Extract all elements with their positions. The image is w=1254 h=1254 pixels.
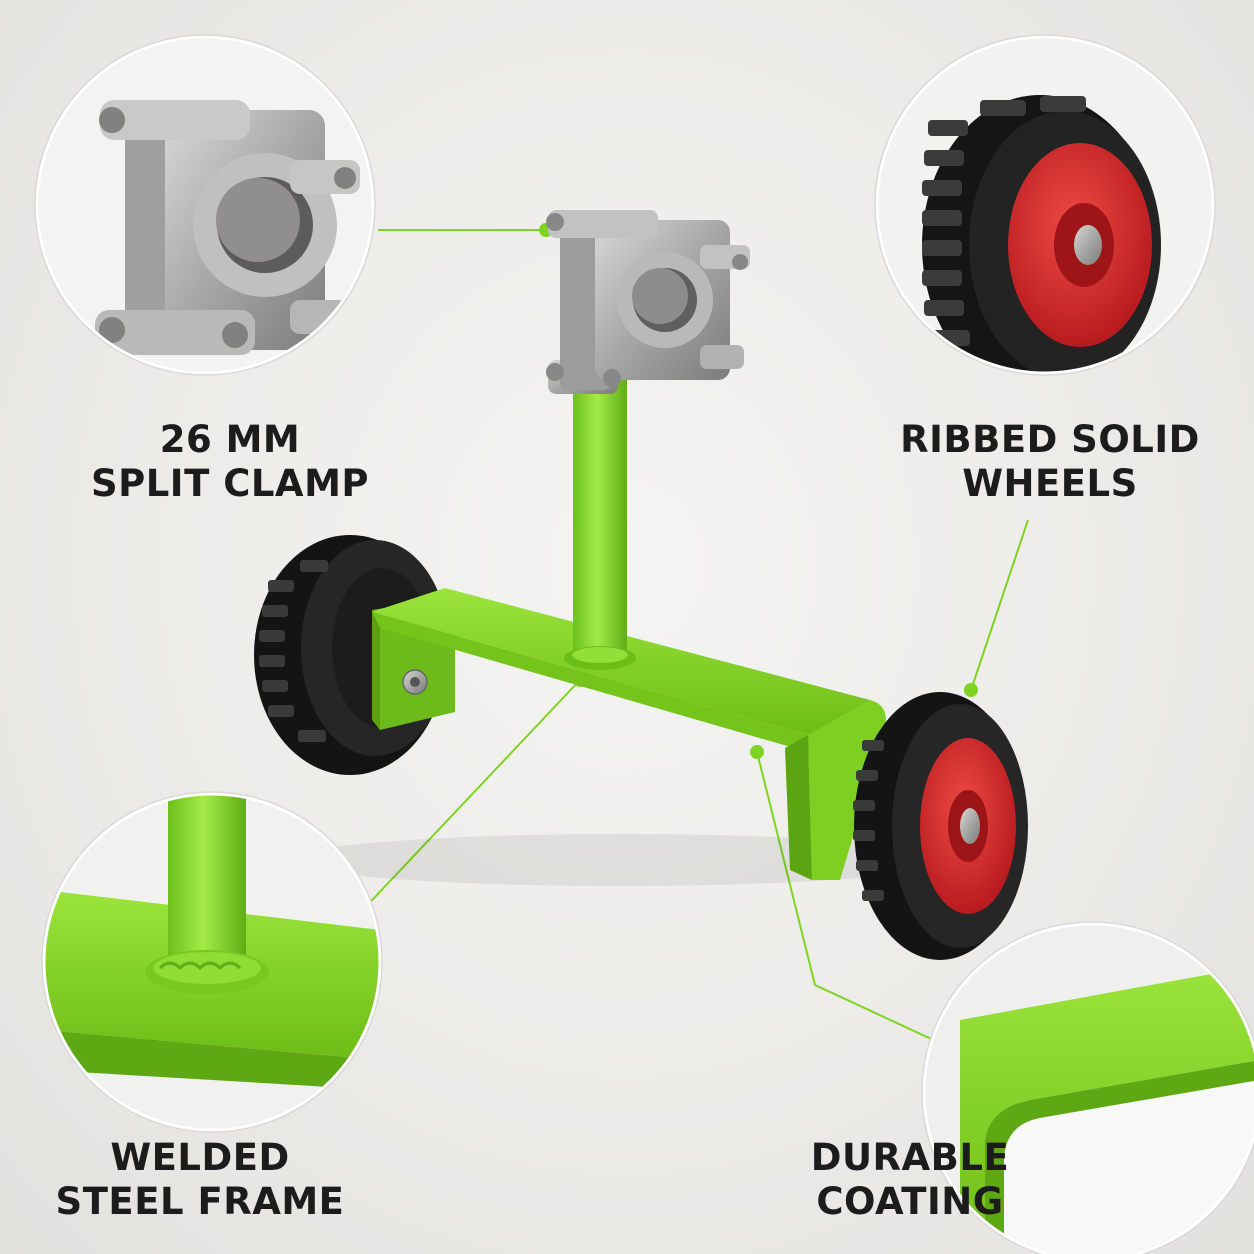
callout-circle-weld (41, 791, 383, 1133)
label-durable-coating-line2: COATING (816, 1180, 1004, 1223)
trimmer-dolly (254, 210, 1028, 960)
label-durable-coating-line1: DURABLE (810, 1136, 1010, 1179)
label-split-clamp-line1: 26 MM (159, 418, 301, 461)
callout-circle-wheels (874, 34, 1216, 376)
label-ribbed-wheels: RIBBED SOLID WHEELS (890, 418, 1210, 506)
label-welded-frame-line1: WELDED (110, 1136, 290, 1179)
label-split-clamp: 26 MM SPLIT CLAMP (70, 418, 390, 506)
callout-circle-clamp (34, 34, 376, 376)
label-durable-coating: DURABLE COATING (750, 1136, 1070, 1224)
split-clamp (546, 210, 750, 394)
label-split-clamp-line2: SPLIT CLAMP (90, 462, 370, 505)
callout-circle-coating (921, 921, 1254, 1254)
label-ribbed-wheels-line2: WHEELS (962, 462, 1138, 505)
right-wheel (853, 692, 1028, 960)
label-welded-frame: WELDED STEEL FRAME (40, 1136, 360, 1224)
leader-lines (357, 229, 1029, 1051)
label-ribbed-wheels-line1: RIBBED SOLID (900, 418, 1200, 461)
label-welded-frame-line2: STEEL FRAME (55, 1180, 345, 1223)
